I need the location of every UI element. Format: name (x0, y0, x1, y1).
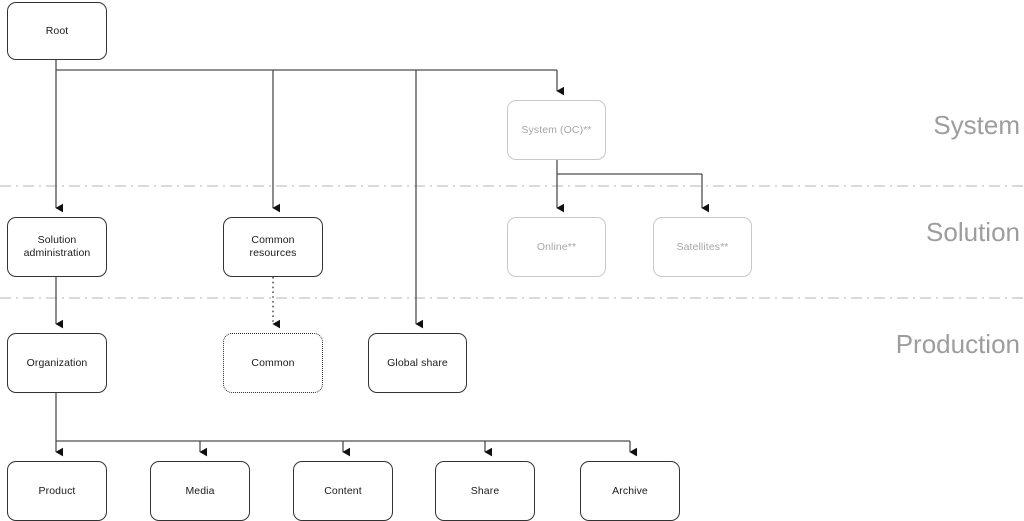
node-solution-administration[interactable]: Solution administration (7, 217, 107, 277)
node-satellites-label: Satellites** (676, 240, 729, 253)
node-root-label: Root (45, 24, 69, 37)
node-archive-label: Archive (612, 484, 648, 497)
node-global-share-label: Global share (387, 356, 448, 369)
node-archive[interactable]: Archive (580, 461, 680, 521)
node-global-share[interactable]: Global share (368, 333, 467, 393)
node-media-label: Media (185, 484, 215, 497)
node-online-label: Online** (536, 240, 577, 253)
node-product[interactable]: Product (7, 461, 107, 521)
band-label-system: System (933, 110, 1020, 140)
node-common-resources[interactable]: Common resources (223, 217, 323, 277)
node-common[interactable]: Common (223, 333, 323, 393)
node-product-label: Product (38, 484, 76, 497)
edge-root-bus (55, 60, 564, 329)
node-content-label: Content (324, 484, 362, 497)
node-organization-label: Organization (26, 356, 88, 369)
edge-organization-bus (55, 393, 637, 457)
node-share[interactable]: Share (435, 461, 535, 521)
node-solution-administration-label: Solution administration (23, 234, 91, 259)
node-media[interactable]: Media (150, 461, 250, 521)
band-label-production: Production (895, 329, 1020, 359)
node-root[interactable]: Root (7, 2, 107, 60)
node-common-label: Common (251, 356, 295, 369)
node-system-oc-label: System (OC)** (521, 123, 592, 136)
node-share-label: Share (470, 484, 500, 497)
node-common-resources-label: Common resources (249, 234, 297, 259)
node-system-oc[interactable]: System (OC)** (507, 100, 606, 160)
edge-system-bus (556, 160, 709, 213)
band-label-solution: Solution (926, 217, 1020, 247)
node-organization[interactable]: Organization (7, 333, 107, 393)
band-dividers (0, 185, 1024, 299)
node-content[interactable]: Content (293, 461, 393, 521)
node-online[interactable]: Online** (507, 217, 606, 277)
node-satellites[interactable]: Satellites** (653, 217, 752, 277)
